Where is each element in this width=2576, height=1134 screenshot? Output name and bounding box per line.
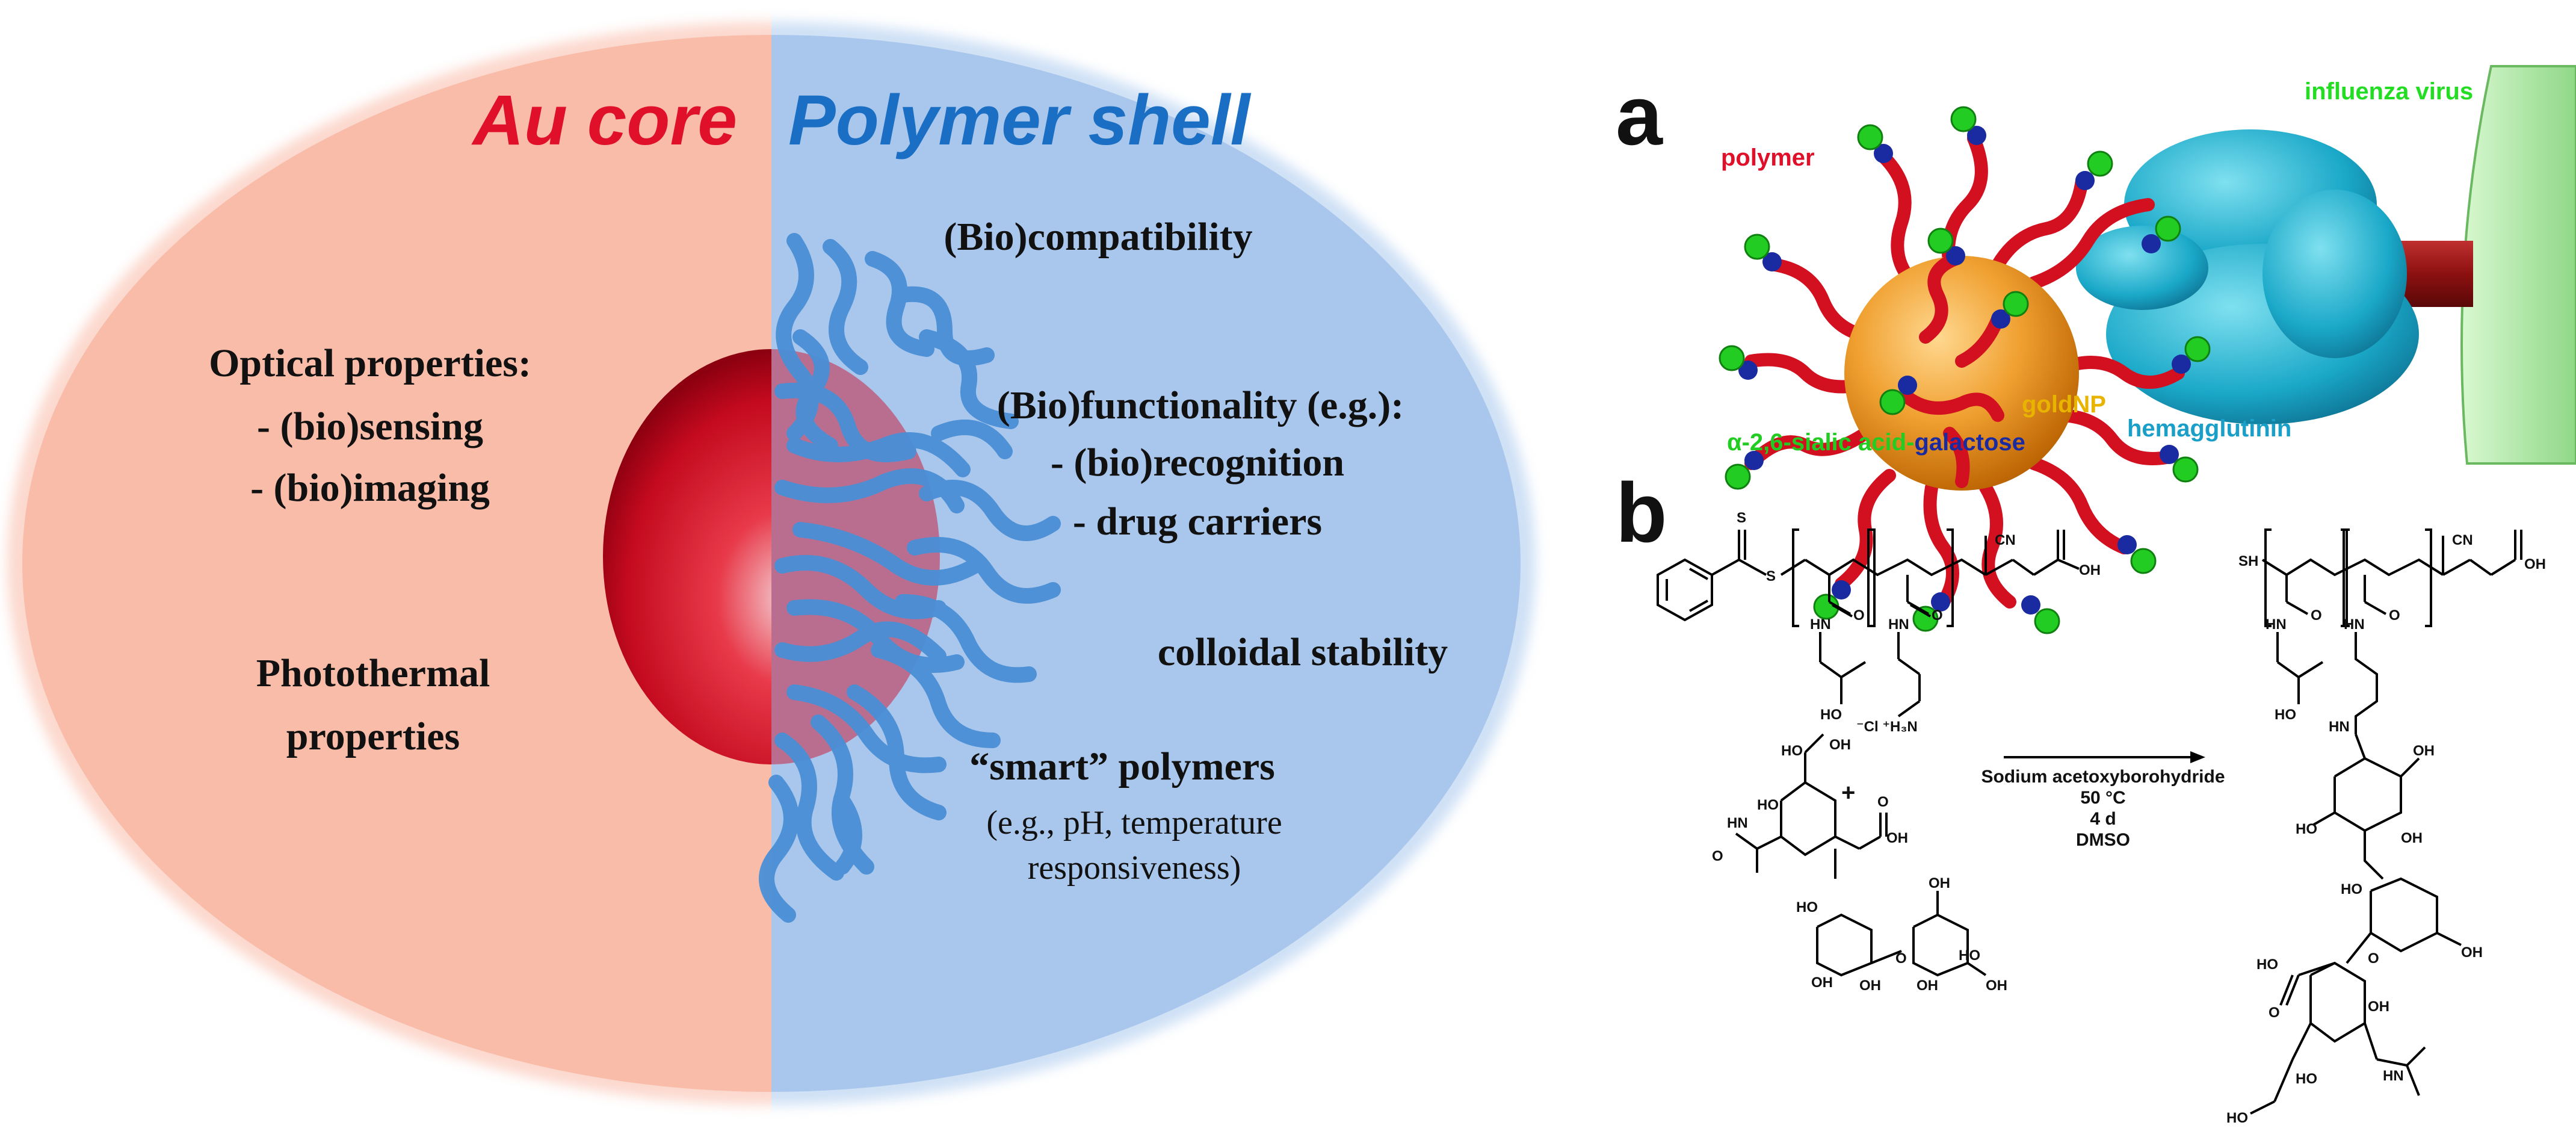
panel-a: a — [1616, 65, 2576, 634]
atom-oh-glucose-3: OH — [1986, 978, 2007, 994]
atom-oh-galactose-1: OH — [1811, 974, 1833, 991]
reagent-label: Sodium acetoxyborohydride — [1981, 767, 2225, 787]
atom-ho-product-4: HO — [2226, 1110, 2248, 1126]
atom-ho-galactose: HO — [1796, 899, 1818, 916]
optical-item-sensing: - (bio)sensing — [257, 404, 483, 448]
shell-region — [771, 22, 1536, 1105]
polymer-shell-title: Polymer shell — [788, 81, 1252, 160]
atom-cn-reactant: CN — [1995, 532, 2016, 548]
bio-compatibility-label: (Bio)compatibility — [944, 215, 1252, 259]
atom-o-product-3: O — [2368, 950, 2379, 967]
atom-hn-product-4: HN — [2383, 1068, 2404, 1084]
atom-o-product-1: O — [2311, 607, 2322, 624]
atom-o-acid-sugar: O — [1877, 794, 1889, 810]
atom-ammonium: ⁻Cl ⁺H₃N — [1856, 719, 1918, 735]
reaction-arrow — [2004, 751, 2205, 763]
photothermal-line-2: properties — [286, 714, 460, 758]
core-region — [7, 22, 771, 1105]
atom-oh-galactose-2: OH — [1859, 978, 1881, 994]
atom-ho-sugar-2: HO — [1757, 797, 1779, 813]
atom-hn-product-3: HN — [2329, 719, 2350, 735]
atom-ho-hydroxypropyl: HO — [1820, 707, 1842, 723]
polymer-label: polymer — [1721, 144, 1815, 171]
au-polymer-diagram: Au core Polymer shell Optical properties… — [7, 22, 1536, 1105]
glycan-ligands — [1719, 106, 2211, 634]
atom-cn-product: CN — [2452, 532, 2473, 548]
influenza-virus-label: influenza virus — [2305, 78, 2473, 105]
galactose-part: galactose — [1914, 429, 2025, 456]
time-label: 4 d — [2090, 809, 2116, 829]
atom-oh-sugar-1: OH — [1829, 737, 1851, 753]
atom-oh-product-1: OH — [2413, 743, 2435, 759]
atom-ho-sugar-1: HO — [1781, 743, 1803, 759]
atom-ho-glucose: HO — [1959, 947, 1980, 964]
smart-polymers-heading: “smart” polymers — [969, 745, 1275, 789]
atom-sh: SH — [2238, 553, 2258, 569]
atom-s-lower: S — [1766, 568, 1776, 584]
atom-ho-product-1: HO — [2296, 821, 2317, 837]
atom-oh-glucose-2: OH — [1917, 978, 1938, 994]
atom-o-amide-1: O — [1853, 607, 1865, 624]
atom-oh-product-4: OH — [2368, 999, 2389, 1015]
atom-plus: + — [1841, 779, 1855, 806]
atom-o-product-2: O — [2389, 607, 2400, 624]
panel-a-label: a — [1616, 68, 1663, 163]
atom-o-product-4: O — [2269, 1005, 2280, 1021]
smart-details-line-2: responsiveness) — [1028, 849, 1241, 887]
panel-b-label: b — [1616, 465, 1667, 560]
goldnp-label: goldNP — [2022, 391, 2106, 418]
colloidal-stability-label: colloidal stability — [1158, 630, 1448, 674]
atom-ho-product-3: HO — [2256, 956, 2278, 973]
atom-oh-acid-sugar: OH — [1886, 830, 1908, 846]
atom-o-amide-2: O — [1932, 607, 1943, 624]
atom-oh-product-3: OH — [2461, 944, 2483, 961]
atom-o-sugar-1: O — [1712, 848, 1723, 864]
au-core-title: Au core — [471, 81, 737, 160]
atom-oh-product-2: OH — [2401, 830, 2423, 846]
reactant-structure — [1657, 528, 2080, 977]
atom-oh-acid-product: OH — [2524, 556, 2546, 572]
atom-hn-1: HN — [1810, 616, 1831, 633]
bio-functionality-heading: (Bio)functionality (e.g.): — [997, 383, 1404, 427]
atom-hn-product-2: HN — [2344, 616, 2365, 633]
product-structure — [2250, 528, 2522, 1115]
atom-oh-glucose-1: OH — [1929, 875, 1950, 891]
atom-hn-2: HN — [1888, 616, 1909, 633]
smart-details-line-1: (e.g., pH, temperature — [986, 804, 1282, 841]
atom-o-glycosidic: O — [1895, 950, 1907, 967]
atom-oh-acid-reactant: OH — [2079, 562, 2101, 578]
atom-s-upper: S — [1737, 510, 1746, 526]
optical-item-imaging: - (bio)imaging — [250, 466, 490, 510]
photothermal-line-1: Photothermal — [256, 651, 490, 695]
atom-ho-product-5: HO — [2296, 1071, 2317, 1087]
hemagglutinin-label: hemagglutinin — [2127, 415, 2291, 442]
functionality-item-recognition: - (bio)recognition — [1051, 441, 1344, 485]
hemagglutinin-protein — [2076, 129, 2419, 424]
sialic-galactose-label: α-2,6-sialic acid-galactose — [1727, 429, 2025, 456]
sialic-acid-part: α-2,6-sialic acid- — [1727, 429, 1914, 456]
solvent-label: DMSO — [2076, 830, 2130, 850]
virus-membrane — [2460, 65, 2576, 465]
panel-b: b — [1616, 465, 2546, 1126]
atom-ho-product-propyl: HO — [2275, 707, 2296, 723]
atom-hn-product-1: HN — [2266, 616, 2287, 633]
atom-hn-sugar: HN — [1727, 815, 1748, 831]
polymer-arms-front — [1901, 252, 2004, 488]
polymer-chains — [759, 233, 1061, 923]
atom-ho-product-2: HO — [2341, 881, 2362, 897]
functionality-item-drug-carriers: - drug carriers — [1073, 500, 1322, 544]
temperature-label: 50 °C — [2080, 788, 2125, 808]
optical-properties-heading: Optical properties: — [209, 341, 531, 385]
